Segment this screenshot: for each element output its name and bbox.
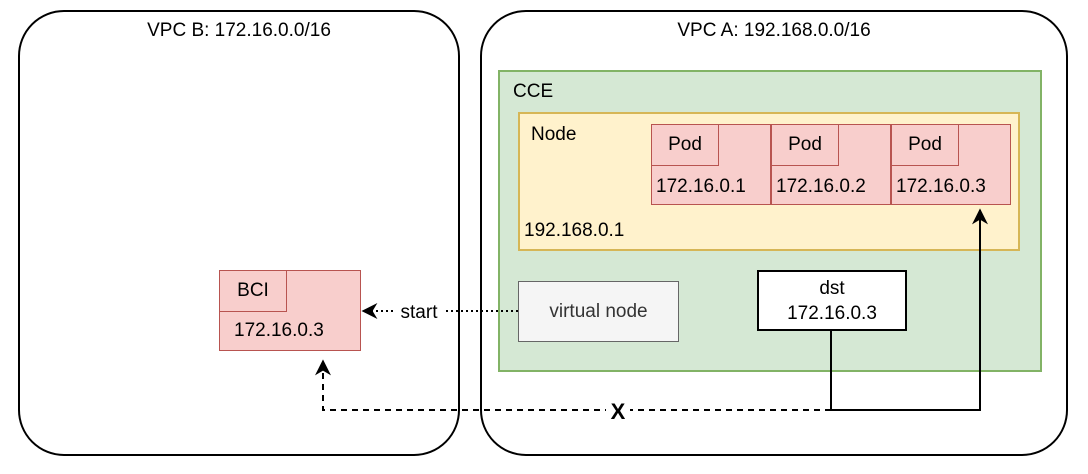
bci-label: BCI <box>219 270 287 312</box>
dst-ip: 172.16.0.3 <box>787 303 877 324</box>
pod-2-ip: 172.16.0.2 <box>776 176 866 197</box>
pod-3-label: Pod <box>891 124 959 166</box>
virtual-node-box: virtual node <box>518 281 679 342</box>
vpc-a-title: VPC A: 192.168.0.0/16 <box>677 20 871 41</box>
bci-ip: 172.16.0.3 <box>234 320 324 341</box>
node-label: Node <box>531 124 577 145</box>
vpc-b-container <box>18 10 460 456</box>
vpc-b-title: VPC B: 172.16.0.0/16 <box>147 20 331 41</box>
dst-label: dst <box>819 278 845 299</box>
node-ip: 192.168.0.1 <box>524 220 625 241</box>
pod-3-ip: 172.16.0.3 <box>896 176 986 197</box>
pod-1-ip: 172.16.0.1 <box>656 176 746 197</box>
dst-box: dst 172.16.0.3 <box>757 270 907 331</box>
pod-2-label: Pod <box>771 124 839 166</box>
cce-label: CCE <box>513 81 554 102</box>
pod-1-label: Pod <box>651 124 719 166</box>
